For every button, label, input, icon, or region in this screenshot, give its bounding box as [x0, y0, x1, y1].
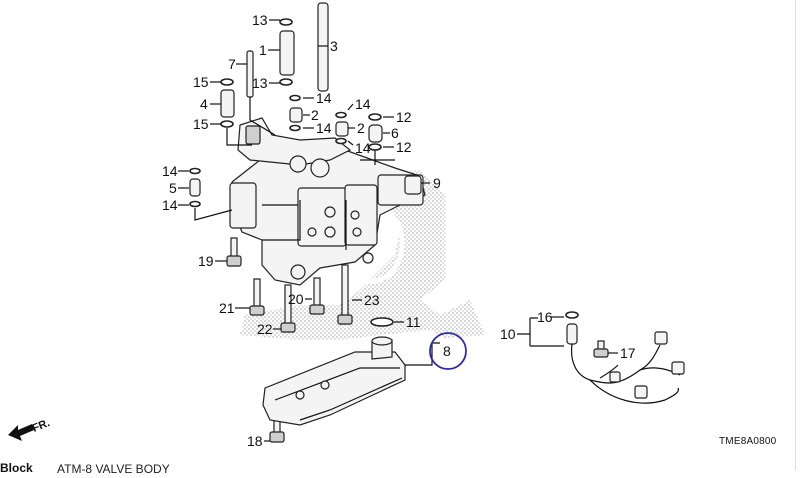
callout-12[interactable]: 12 — [396, 109, 412, 125]
part-13-oring-bottom — [279, 78, 293, 86]
callout-1[interactable]: 1 — [259, 42, 267, 58]
part-12-oring-top — [368, 113, 382, 121]
callout-15[interactable]: 15 — [193, 116, 209, 132]
part-14-oring — [189, 167, 201, 175]
callout-11[interactable]: 11 — [406, 314, 421, 330]
part-2-sleeve-b — [335, 121, 349, 137]
callout-13[interactable]: 13 — [252, 75, 268, 91]
part-14-oring — [289, 124, 301, 132]
callout-2[interactable]: 2 — [357, 120, 365, 136]
part-12-oring-bottom — [368, 143, 382, 151]
callout-10[interactable]: 10 — [500, 326, 516, 342]
callout-4[interactable]: 4 — [200, 96, 208, 112]
callout-14[interactable]: 14 — [316, 90, 332, 106]
section-title: ATM-8 VALVE BODY — [57, 462, 170, 476]
front-arrow-icon — [8, 424, 34, 441]
block-label: Block — [0, 461, 33, 475]
callout-15[interactable]: 15 — [193, 74, 209, 90]
diagram-reference-code: TME8A0800 — [719, 436, 777, 447]
callout-14[interactable]: 14 — [355, 140, 371, 156]
part-14-oring — [335, 111, 347, 119]
callout-9[interactable]: 9 — [433, 175, 441, 191]
bolt-20 — [313, 277, 321, 309]
callout-14[interactable]: 14 — [316, 120, 332, 136]
leader-lines — [178, 19, 618, 442]
callout-6[interactable]: 6 — [391, 125, 399, 141]
part-1-pipe — [279, 30, 295, 76]
part-13-oring-top — [279, 18, 293, 26]
part-11-oring — [370, 317, 394, 327]
callout-22[interactable]: 22 — [257, 321, 273, 337]
top-components — [189, 2, 383, 208]
callout-14[interactable]: 14 — [355, 96, 371, 112]
callout-17[interactable]: 17 — [620, 345, 636, 361]
part-5-sleeve — [189, 178, 201, 197]
callout-14[interactable]: 14 — [162, 163, 178, 179]
part-15-oring-top — [220, 78, 234, 86]
part-16-oring — [565, 311, 579, 319]
part-14-oring — [189, 200, 201, 208]
right-edge-divider — [795, 0, 796, 470]
part-6-filter — [368, 124, 383, 143]
callout-14[interactable]: 14 — [162, 197, 178, 213]
part-8-strainer — [262, 336, 406, 426]
callout-19[interactable]: 19 — [198, 253, 214, 269]
case-ghost-background — [240, 170, 485, 340]
callout-23[interactable]: 23 — [364, 292, 380, 308]
callout-16[interactable]: 16 — [537, 309, 553, 325]
front-direction-indicator: FR. — [8, 417, 52, 441]
callout-3[interactable]: 3 — [330, 38, 338, 54]
part-3-pipe — [317, 2, 329, 92]
part-4-sleeve — [220, 89, 235, 118]
part-14-oring — [289, 94, 301, 102]
front-label: FR. — [31, 417, 52, 435]
callout-21[interactable]: 21 — [219, 300, 235, 316]
callout-labels: 13 1 3 7 15 13 4 14 14 12 2 2 6 15 14 14… — [162, 12, 636, 449]
callout-7[interactable]: 7 — [228, 56, 236, 72]
callout-5[interactable]: 5 — [169, 180, 177, 196]
bolts — [226, 237, 609, 443]
callout-12[interactable]: 12 — [396, 139, 412, 155]
callout-13[interactable]: 13 — [252, 12, 268, 28]
callout-20[interactable]: 20 — [288, 291, 304, 307]
part-10-wire-harness — [565, 311, 685, 404]
part-14-oring — [335, 137, 347, 145]
part-2-sleeve-a — [289, 107, 303, 123]
part-15-oring-bottom — [220, 120, 234, 128]
callout-2[interactable]: 2 — [311, 107, 319, 123]
bolt-23 — [341, 264, 349, 318]
callout-8[interactable]: 8 — [443, 343, 451, 359]
callout-18[interactable]: 18 — [247, 433, 263, 449]
highlight-circle-part-8 — [429, 332, 467, 370]
